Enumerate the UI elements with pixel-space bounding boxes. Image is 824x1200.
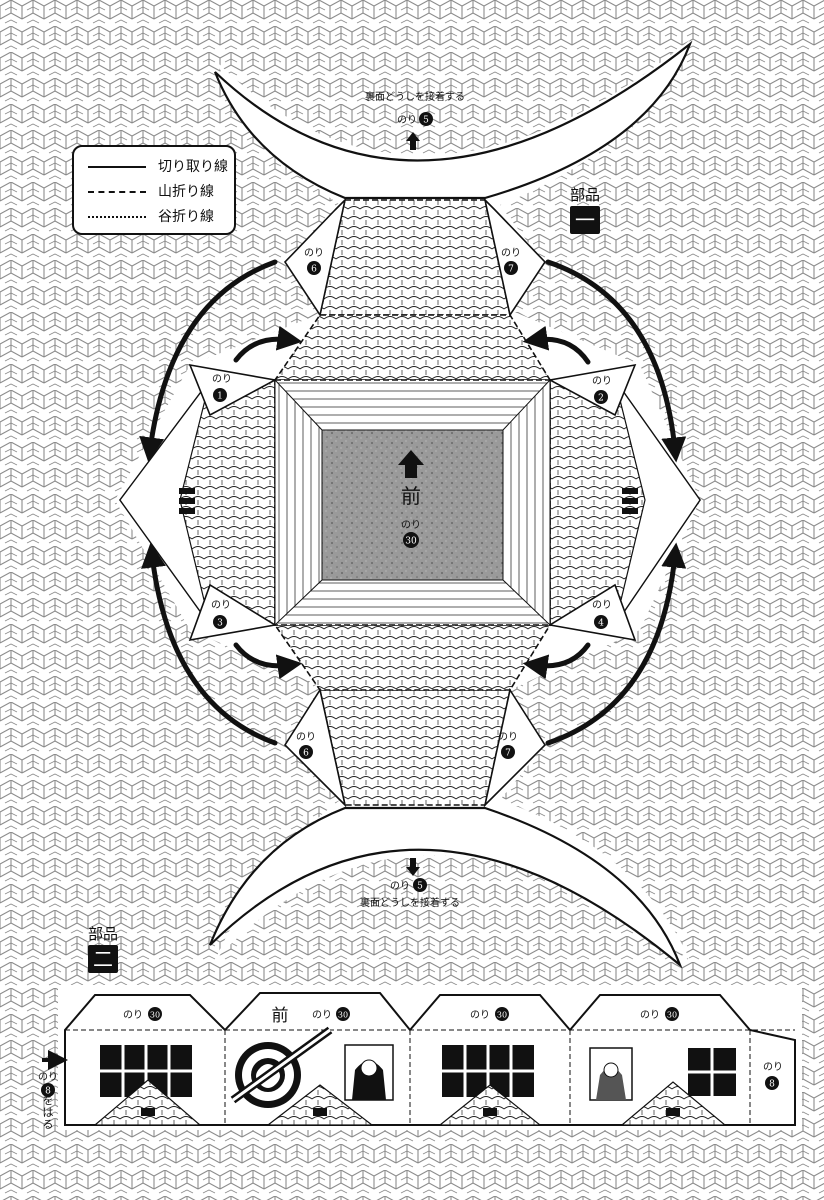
svg-text:6: 6 <box>303 749 309 759</box>
svg-text:30: 30 <box>497 1011 507 1020</box>
strip-front-label: 前 <box>272 1006 289 1026</box>
roof-skirt-top <box>273 314 552 381</box>
glue-tab-1 <box>188 363 278 417</box>
svg-text:4: 4 <box>598 619 604 629</box>
strip-glue-label-8: のり <box>763 1061 783 1073</box>
svg-text:のり: のり <box>498 731 518 743</box>
part-one-cutout: 前 のり 30 のり 6 のり 7 のり 6 のり <box>115 40 701 969</box>
curved-arrow-icon <box>545 542 687 746</box>
tab-label-7-bottom: のり 7 <box>498 731 518 759</box>
legend-mountain-fold: 山折り線 <box>84 182 234 202</box>
svg-text:のり: のり <box>592 375 612 387</box>
gable-vent-right <box>622 488 638 514</box>
down-arrow-icon <box>406 858 420 876</box>
tab-number-5-top: 5 <box>423 116 429 126</box>
crest-emblem-icon <box>230 1026 333 1108</box>
legend-valley-fold: 谷折り線 <box>84 207 234 227</box>
glue-label: のり <box>401 519 421 531</box>
curved-arrow-icon <box>522 642 591 680</box>
up-arrow-icon <box>406 132 420 150</box>
tab-number-5-bottom: 5 <box>417 882 423 892</box>
tab-label-2: のり 2 <box>592 375 612 404</box>
instruction-top: 裏面どうしを接着する <box>365 90 465 103</box>
part-two-number: 二 <box>88 945 118 973</box>
svg-text:7: 7 <box>505 749 511 759</box>
svg-text:のり: のり <box>304 247 324 259</box>
assembly-arrows <box>139 259 687 746</box>
curved-arrow-icon <box>141 542 278 746</box>
svg-text:のり: のり <box>592 599 612 611</box>
svg-text:30: 30 <box>150 1011 160 1020</box>
glue-tab-4 <box>547 583 637 642</box>
svg-text:3: 3 <box>217 619 223 629</box>
roof-panel-bottom <box>319 689 511 806</box>
tab-label-6-top: のり 6 <box>304 247 324 275</box>
gable-vent-left <box>179 488 195 514</box>
line-legend: 切り取り線 山折り線 谷折り線 <box>72 145 236 235</box>
svg-text:のり: のり <box>296 731 316 743</box>
roof-skirt-bottom <box>273 624 552 691</box>
roof-panel-top <box>319 199 511 316</box>
curved-arrow-icon <box>233 325 303 363</box>
strip-glue-label-2: のり <box>312 1009 332 1021</box>
curved-arrow-icon <box>139 259 278 463</box>
svg-text:30: 30 <box>667 1011 677 1020</box>
tab-label-4: のり 4 <box>592 599 612 629</box>
glue-tab-7-bottom <box>483 687 547 808</box>
tab-label-6-bottom: のり 6 <box>296 731 316 759</box>
strip-glue-label-4: のり <box>640 1009 660 1021</box>
curved-arrow-icon <box>545 259 687 463</box>
glue-label-top: のり <box>397 114 417 126</box>
strip-glue-label-1: のり <box>123 1009 143 1021</box>
glue-tab-6-top <box>283 197 347 318</box>
side-glue-label: のり <box>38 1071 58 1083</box>
tab-number-badge <box>403 532 419 548</box>
glue-tab-2 <box>547 363 637 417</box>
glue-tab-3 <box>188 583 278 642</box>
eave-roofs <box>93 1079 727 1126</box>
tab-number-30: 30 <box>405 537 417 547</box>
glue-tab-5-bottom <box>208 806 683 969</box>
curved-arrow-icon <box>233 642 303 680</box>
part-one-label: 部品 一 <box>569 186 600 234</box>
glue-tab-6-bottom <box>283 687 347 808</box>
tab-label-7-top: のり 7 <box>501 247 521 275</box>
svg-text:1: 1 <box>217 392 223 402</box>
part-two-label: 部品 二 <box>87 925 118 973</box>
front-label: 前 <box>401 484 421 508</box>
legend-cut-line: 切り取り線 <box>84 157 234 177</box>
svg-text:のり: のり <box>501 247 521 259</box>
svg-text:7: 7 <box>508 265 514 275</box>
glue-tab-7-top <box>483 197 547 318</box>
svg-text:2: 2 <box>598 394 604 404</box>
side-instruction: をはる <box>42 1094 54 1131</box>
part-one-number: 一 <box>570 206 600 234</box>
svg-text:8: 8 <box>45 1087 51 1097</box>
svg-text:のり: のり <box>211 599 231 611</box>
curved-arrow-icon <box>522 325 591 365</box>
tab-label-3: のり 3 <box>211 599 231 629</box>
glue-label-bottom: のり <box>390 880 410 892</box>
instruction-bottom: 裏面どうしを接着する <box>360 896 460 909</box>
glue-tab-5-top <box>213 40 693 200</box>
strip-glue-label-3: のり <box>470 1009 490 1021</box>
tab-label-1: のり 1 <box>212 373 232 402</box>
part-two-strip: のり 30 前 のり 30 のり 30 のり 30 のり 8 <box>38 985 802 1130</box>
up-arrow-icon <box>398 450 424 478</box>
svg-text:6: 6 <box>311 265 317 275</box>
svg-text:30: 30 <box>338 1011 348 1020</box>
svg-text:のり: のり <box>212 373 232 385</box>
svg-text:8: 8 <box>769 1080 775 1090</box>
